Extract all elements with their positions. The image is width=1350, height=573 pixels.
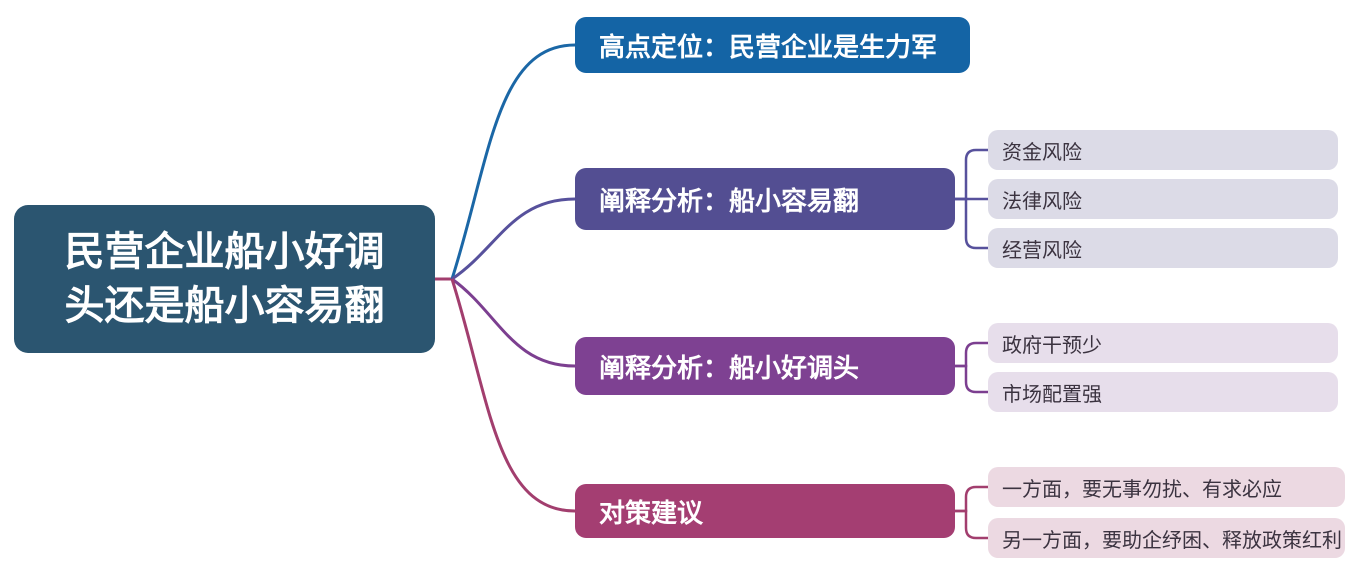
branch4-child2-line (955, 509, 988, 540)
child-node-operating-risk[interactable]: 经营风险 (988, 228, 1338, 268)
branch-node-positioning[interactable]: 高点定位：民营企业是生力军 (575, 17, 970, 73)
branch-label: 阐释分析：船小好调头 (599, 352, 860, 383)
child-label: 法律风险 (1002, 190, 1082, 213)
child-node-no-disturb-respond[interactable]: 一方面，要无事勿扰、有求必应 (988, 467, 1345, 507)
child-label: 另一方面，要助企纾困、释放政策红利 (1002, 529, 1342, 552)
root-node[interactable]: 民营企业船小好调 头还是船小容易翻 (14, 205, 435, 353)
branch4-line (450, 278, 576, 513)
child-label: 市场配置强 (1002, 383, 1102, 406)
child-node-funding-risk[interactable]: 资金风险 (988, 130, 1338, 170)
branch1-line (450, 43, 576, 280)
branch3-line (451, 277, 576, 368)
branch-node-easy-capsize[interactable]: 阐释分析：船小容易翻 (575, 168, 955, 230)
child-label: 资金风险 (1002, 141, 1082, 164)
branch2-line (451, 197, 576, 281)
child-node-strong-market-allocation[interactable]: 市场配置强 (988, 372, 1338, 412)
branch4-child1-line (955, 485, 988, 513)
branch3-child2-line (955, 364, 988, 394)
branch-node-easy-turn[interactable]: 阐释分析：船小好调头 (575, 337, 955, 395)
child-label: 政府干预少 (1002, 334, 1102, 357)
root-label: 民营企业船小好调 头还是船小容易翻 (64, 230, 385, 328)
branch2-child1-line (955, 148, 988, 201)
child-label: 一方面，要无事勿扰、有求必应 (1002, 478, 1282, 501)
child-node-legal-risk[interactable]: 法律风险 (988, 179, 1338, 219)
child-label: 经营风险 (1002, 239, 1082, 262)
branch-node-suggestions[interactable]: 对策建议 (575, 484, 955, 538)
branch2-child3-line (955, 197, 988, 250)
branch-label: 对策建议 (599, 497, 704, 528)
branch3-child1-line (955, 341, 988, 368)
branch-label: 高点定位：民营企业是生力军 (599, 31, 938, 62)
branch-label: 阐释分析：船小容易翻 (599, 185, 860, 216)
child-node-less-gov-intervention[interactable]: 政府干预少 (988, 323, 1338, 363)
child-node-relief-policy-dividend[interactable]: 另一方面，要助企纾困、释放政策红利 (988, 518, 1345, 558)
